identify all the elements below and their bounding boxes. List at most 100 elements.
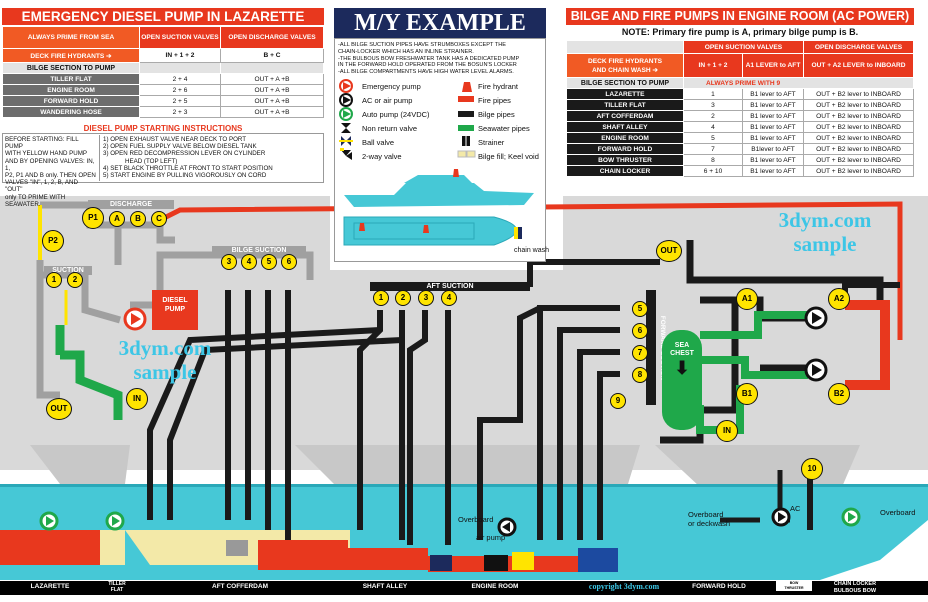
right-valve-table: OPEN SUCTION VALVES OPEN DISCHARGE VALVE… [566,40,914,177]
right-row-lever: B1 lever to AFT [742,165,804,177]
valve-marker-fwd-5[interactable]: 5 [632,301,648,317]
right-row-name: SHAFT ALLEY [566,121,684,133]
before-line: AND BY OPENING VALVES: IN, 1, [5,157,95,172]
bilge-pipes-icon [458,111,474,117]
valve-marker-4[interactable]: 4 [241,254,257,270]
label-bow-line-2: THRUSTER [784,586,804,590]
left-row-name: ENGINE ROOM [2,84,140,96]
valve-marker-a[interactable]: A [109,211,125,227]
left-row-suction: 2 + 5 [139,95,221,107]
aft-suction-label: AFT SUCTION [370,282,530,291]
instructions-title: DIESEL PUMP STARTING INSTRUCTIONS [2,124,324,133]
gray-box-aft [226,540,248,556]
valve-marker-2[interactable]: 2 [67,272,83,288]
note-line: CHAIN-LOCKER WHICH HAS AN INLINE STRAINE… [338,48,474,55]
valve-marker-10[interactable]: 10 [801,458,823,480]
before-line: BEFORE STARTING: FILL PUMP [5,136,79,151]
non-return-valve-icon [341,123,351,133]
valve-marker-b1[interactable]: B1 [736,383,758,405]
valve-marker-out-right[interactable]: OUT [656,240,682,262]
right-row-valve: 4 [683,121,743,133]
left-row-discharge: OUT + A +B [220,106,324,118]
valve-marker-6[interactable]: 6 [281,254,297,270]
watermark-left-line-2: sample [133,360,197,384]
left-row-name: TILLER FLAT [2,73,140,85]
diesel-pump: DIESEL PUMP [152,290,198,330]
label-chain-bulbous: CHAIN LOCKER BULBOUS BOW [820,581,890,595]
chain-wash-fitting-b [518,227,522,239]
valve-marker-p1[interactable]: P1 [82,207,104,229]
right-row-lever: B1 lever to AFT [742,88,804,100]
valve-marker-fwd-7[interactable]: 7 [632,345,648,361]
bilge-suction-header [130,251,314,309]
instructions-divider [99,135,100,181]
valve-marker-9[interactable]: 9 [610,393,626,409]
emergency-pump-icon [123,307,147,331]
sea-chest-label-2: CHEST [670,350,694,357]
before-line: P2, P1 AND B only. THEN OPEN [5,172,96,180]
prime-note: ALWAYS PRIME WITH 9 [683,77,914,89]
table-row: TILLER FLAT 3 B1 lever to AFT OUT + B2 l… [566,99,914,111]
legend-label: Fire hydrant [478,82,519,91]
valve-marker-fwd-8[interactable]: 8 [632,367,648,383]
label-tiller-line-1: TILLER [108,581,126,587]
table-row: BOW THRUSTER 8 B1 lever to AFT OUT + B2 … [566,154,914,166]
diesel-pump-label-1: DIESEL [162,297,188,304]
right-header-discharge: OPEN DISCHARGE VALVES [803,40,914,54]
fire-hydrant-icon [453,169,459,177]
right-deck-arrow-icon: ➔ [652,66,658,74]
long-bilge-line [147,327,381,520]
table-row: SHAFT ALLEY 4 B1 lever to AFT OUT + B2 l… [566,121,914,133]
left-valve-table: ALWAYS PRIME FROM SEA OPEN SUCTION VALVE… [2,26,324,118]
valve-marker-b2[interactable]: B2 [828,383,850,405]
lazarette-bilge-block [0,530,100,565]
label-lazarette: LAZARETTE [30,583,70,590]
legend-label: Seawater pipes [478,124,530,133]
valve-marker-out[interactable]: OUT [46,398,72,420]
valve-marker-aft-3[interactable]: 3 [418,290,434,306]
forward-suction-manifold [646,290,656,405]
valve-marker-1[interactable]: 1 [46,272,62,288]
forward-hold-block [578,548,618,572]
ac-label: AC [790,504,801,513]
valve-marker-aft-4[interactable]: 4 [441,290,457,306]
valve-marker-3[interactable]: 3 [221,254,237,270]
right-row-name: TILLER FLAT [566,99,684,111]
right-row-lever: B1 lever to AFT [742,132,804,144]
seawater-green-pipe [60,350,123,420]
valve-marker-a1[interactable]: A1 [736,288,758,310]
hull-pump-icon [105,511,125,531]
valve-marker-c[interactable]: C [151,211,167,227]
right-row-name: AFT COFFERDAM [566,110,684,122]
two-way-valve-icon [340,148,352,160]
valve-marker-p2[interactable]: P2 [42,230,64,252]
valve-marker-aft-2[interactable]: 2 [395,290,411,306]
valve-marker-a2[interactable]: A2 [828,288,850,310]
label-forward-hold: FORWARD HOLD [692,583,746,590]
legend-label: Auto pump (24VDC) [362,110,430,119]
engine-room-yellow-box [512,552,534,570]
valve-marker-aft-1[interactable]: 1 [373,290,389,306]
right-bilge-header-row: BILGE SECTION TO PUMP ALWAYS PRIME WITH … [566,77,914,89]
left-header-row: ALWAYS PRIME FROM SEA OPEN SUCTION VALVE… [2,26,324,49]
shaft-alley-block [348,548,428,570]
fire-pipes-icon [458,96,474,102]
compartment-label-bar: LAZARETTE TILLER FLAT AFT COFFERDAM SHAF… [0,581,928,595]
sea-chest: SEA CHEST ⬇ [662,330,702,430]
legend-label: Bilge pipes [478,110,515,119]
valve-marker-5[interactable]: 5 [261,254,277,270]
diesel-pump-label-2: PUMP [164,306,186,313]
strainer-icon [462,136,470,146]
valve-marker-in[interactable]: IN [126,388,148,410]
left-deck-discharge: B + C [220,48,324,63]
right-row-valve: 7 [683,143,743,155]
table-row: AFT COFFERDAM 2 B1 lever to AFT OUT + B2… [566,110,914,122]
valve-marker-fwd-6[interactable]: 6 [632,323,648,339]
label-tiller-line-2: FLAT [110,587,124,593]
chain-wash-fitting [514,227,518,239]
valve-marker-b[interactable]: B [130,211,146,227]
vessel-silhouettes [343,169,534,246]
right-row-valve: 1 [683,88,743,100]
step-line: HEAD (TOP LEFT) [125,157,178,165]
valve-marker-in-right[interactable]: IN [716,420,738,442]
